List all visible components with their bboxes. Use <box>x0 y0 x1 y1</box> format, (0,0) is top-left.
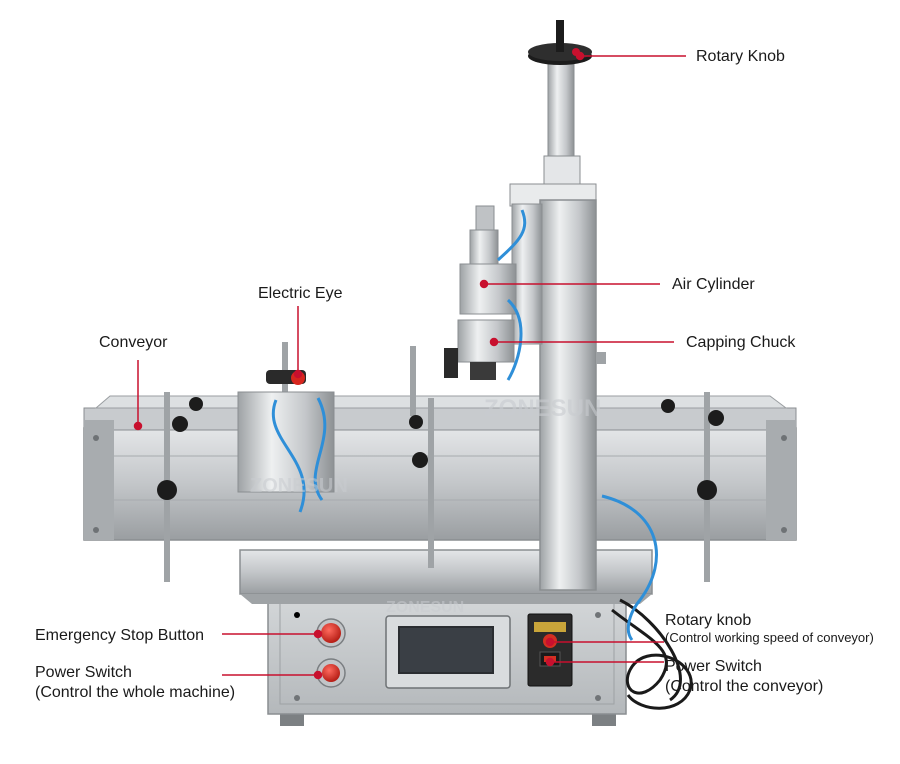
label-rotary-knob-speed: Rotary knob <box>665 612 752 629</box>
label-conveyor: Conveyor <box>99 334 168 351</box>
capping-chuck <box>444 319 515 380</box>
conveyor-assembly <box>83 395 797 541</box>
label-capping-chuck: Capping Chuck <box>686 334 796 351</box>
air-cylinder-assembly <box>459 205 527 381</box>
label-power-switch-machine-sub: (Control the whole machine) <box>35 684 236 701</box>
watermark-base: ZONESUN <box>386 599 464 616</box>
label-power-switch-machine: Power Switch <box>35 664 132 681</box>
label-rotary-knob: Rotary Knob <box>696 48 785 65</box>
label-power-switch-conveyor: Power Switch <box>665 658 762 675</box>
label-rotary-knob-speed-sub: (Control working speed of conveyor) <box>665 630 874 645</box>
callout-lines <box>133 51 686 680</box>
label-electric-eye: Electric Eye <box>258 285 343 302</box>
electric-eye-assembly <box>237 370 335 513</box>
watermark-mid: ZONESUN <box>250 475 348 497</box>
vertical-column <box>509 59 606 591</box>
air-tube-right <box>601 494 658 641</box>
speed-control-box <box>527 613 573 687</box>
machine-feet <box>280 712 616 726</box>
label-air-cylinder: Air Cylinder <box>672 276 755 293</box>
label-power-switch-conveyor-sub: (Control the conveyor) <box>665 678 824 695</box>
label-emergency-stop: Emergency Stop Button <box>35 627 204 644</box>
watermark-top: ZONESUN <box>484 395 601 422</box>
touch-screen <box>385 615 511 689</box>
